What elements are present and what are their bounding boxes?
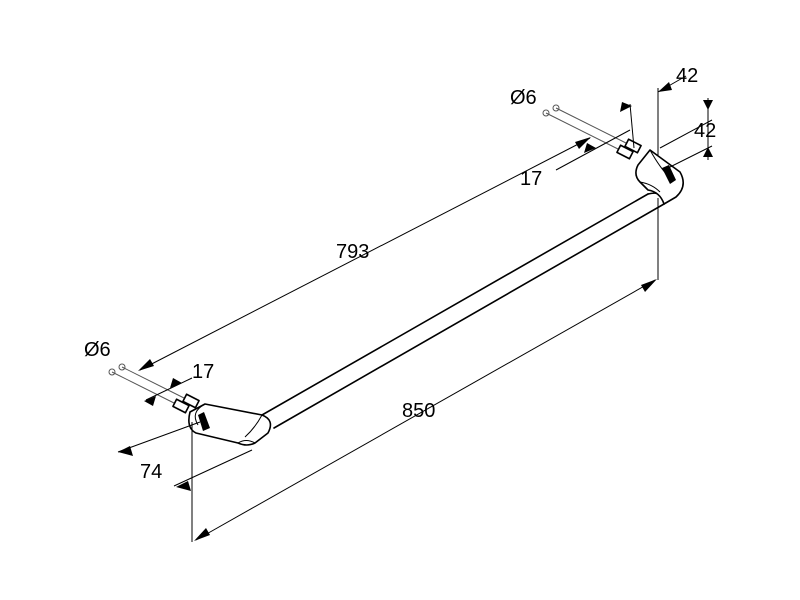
bracket-height-arrow-top xyxy=(703,100,713,110)
right-screw-depth-arrow-1 xyxy=(584,143,596,153)
right-screws xyxy=(542,104,642,160)
inner-length-arrow-right xyxy=(575,137,591,149)
right-screw-depth-arrow-2 xyxy=(620,102,632,112)
right-screw-diameter-dimension: Ø6 xyxy=(510,87,537,109)
bracket-height-dimension: 42 xyxy=(659,98,716,171)
overall-length-dimension: 850 xyxy=(191,198,659,542)
left-screws xyxy=(108,363,200,414)
rail-bar xyxy=(261,192,668,429)
bracket-height-arrow-bottom xyxy=(703,147,713,157)
inner-length-dimension: 793 xyxy=(138,137,591,371)
left-screw-diameter-label: Ø6 xyxy=(84,339,111,361)
bracket-height-label: 42 xyxy=(694,120,716,142)
bracket-width-arrow xyxy=(658,82,672,92)
inner-length-arrow-left xyxy=(138,359,154,371)
left-wall-bracket xyxy=(188,403,272,446)
left-screw-depth-label: 17 xyxy=(192,361,214,383)
bracket-width-dimension: 42 xyxy=(657,65,698,155)
projection-dimension: 74 xyxy=(117,421,253,491)
projection-arrow-bottom xyxy=(176,481,191,491)
right-wall-bracket xyxy=(635,149,684,205)
left-screw-depth-arrow-2 xyxy=(170,378,182,388)
left-screw-depth-dimension: 17 xyxy=(144,361,214,406)
left-screw-diameter-dimension: Ø6 xyxy=(84,339,111,361)
overall-length-arrow-right xyxy=(641,279,657,292)
projection-arrow-top xyxy=(118,446,133,456)
inner-length-label: 793 xyxy=(336,241,369,263)
left-screw-depth-arrow-1 xyxy=(144,396,156,406)
right-screw-depth-label: 17 xyxy=(520,168,542,190)
overall-length-arrow-left xyxy=(194,528,210,541)
right-screw-diameter-label: Ø6 xyxy=(510,87,537,109)
overall-length-label: 850 xyxy=(402,400,435,422)
left-bracket-highlight xyxy=(198,412,210,431)
right-screw-depth-dimension: 17 xyxy=(520,102,635,190)
projection-label: 74 xyxy=(140,461,162,483)
towel-rail xyxy=(108,104,684,446)
bracket-width-label: 42 xyxy=(676,65,698,87)
